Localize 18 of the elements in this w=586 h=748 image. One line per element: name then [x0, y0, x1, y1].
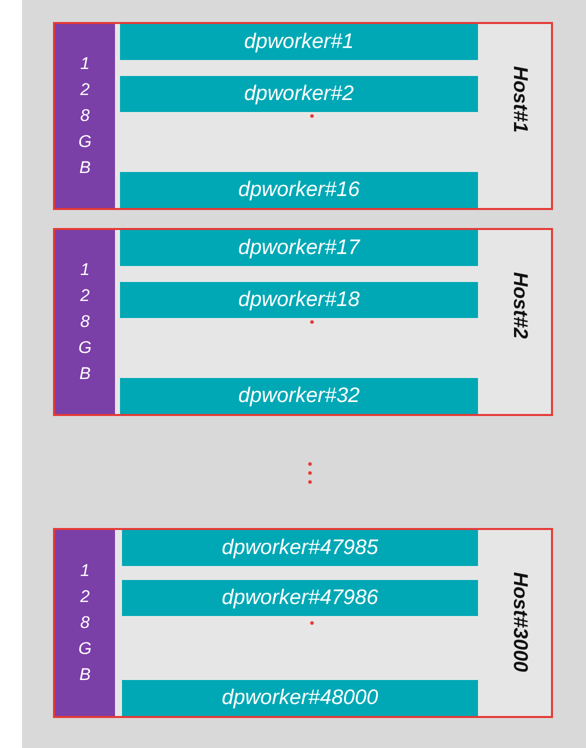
worker-bar: dpworker#47985: [122, 530, 478, 566]
worker-bar: dpworker#17: [120, 230, 478, 266]
worker-bar: dpworker#48000: [122, 680, 478, 716]
memory-bar: 1 2 8 G B: [55, 24, 115, 208]
memory-bar: 1 2 8 G B: [55, 230, 115, 414]
worker-bar: dpworker#2: [120, 76, 478, 112]
host-box: [53, 22, 553, 210]
host-box: [53, 228, 553, 416]
host-label: Host#1: [508, 66, 531, 133]
worker-bar: dpworker#47986: [122, 580, 478, 616]
memory-bar: 1 2 8 G B: [55, 530, 115, 716]
host-label: Host#3000: [508, 572, 531, 672]
host-box: [53, 528, 553, 718]
worker-bar: dpworker#16: [120, 172, 478, 208]
worker-bar: dpworker#18: [120, 282, 478, 318]
worker-bar: dpworker#32: [120, 378, 478, 414]
host-label: Host#2: [508, 272, 531, 339]
worker-bar: dpworker#1: [120, 24, 478, 60]
